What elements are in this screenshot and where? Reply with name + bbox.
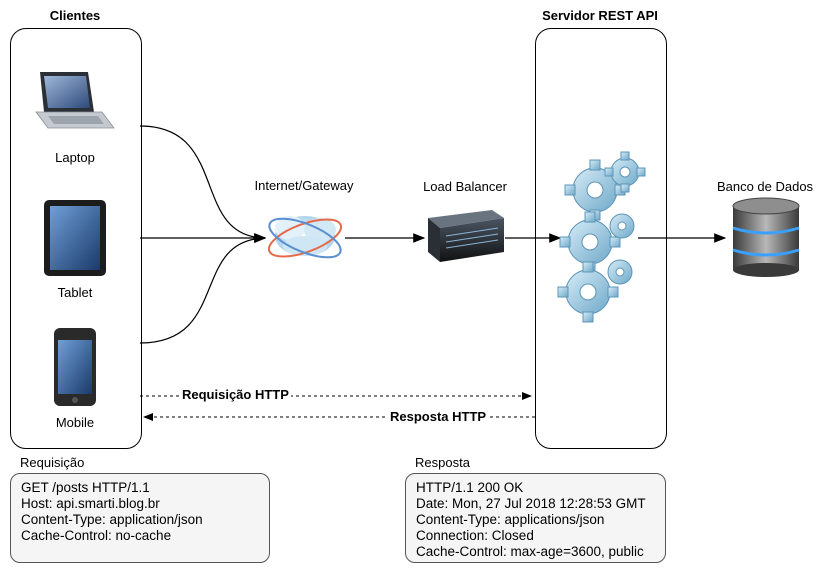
mobile-label: Mobile xyxy=(55,415,95,430)
response-flow-label: Resposta HTTP xyxy=(388,409,489,424)
request-line: GET /posts HTTP/1.1 xyxy=(21,480,150,495)
gears-icon xyxy=(557,151,646,323)
mobile-icon xyxy=(54,328,96,406)
response-line: Cache-Control: max-age=3600, public xyxy=(416,544,644,559)
load-balancer-label: Load Balancer xyxy=(423,179,507,194)
mobile-connector xyxy=(139,233,267,344)
response-box: HTTP/1.1 200 OK Date: Mon, 27 Jul 2018 1… xyxy=(405,473,666,563)
laptop-icon xyxy=(35,72,115,129)
request-title: Requisição xyxy=(20,455,85,470)
load-balancer-icon xyxy=(428,210,504,262)
database-label: Banco de Dados xyxy=(716,179,814,194)
response-line: HTTP/1.1 200 OK xyxy=(416,480,524,495)
laptop-connector xyxy=(139,125,267,243)
response-line: Date: Mon, 27 Jul 2018 12:28:53 GMT xyxy=(416,496,646,511)
request-flow-label: Requisição HTTP xyxy=(180,387,291,402)
response-line: Connection: Closed xyxy=(416,528,534,543)
database-icon xyxy=(732,197,800,277)
server-title: Servidor REST API xyxy=(542,8,658,23)
response-line: Content-Type: applications/json xyxy=(416,512,605,527)
request-box: GET /posts HTTP/1.1 Host: api.smarti.blo… xyxy=(10,473,270,563)
request-line: Host: api.smarti.blog.br xyxy=(21,496,160,511)
clients-title: Clientes xyxy=(49,8,101,23)
tablet-label: Tablet xyxy=(57,285,93,300)
response-title: Resposta xyxy=(415,455,470,470)
laptop-label: Laptop xyxy=(55,150,95,165)
tablet-icon xyxy=(44,200,106,276)
internet-gateway-label: Internet/Gateway xyxy=(254,178,354,193)
request-line: Cache-Control: no-cache xyxy=(21,528,172,543)
request-line: Content-Type: application/json xyxy=(21,512,203,527)
internet-gateway-icon xyxy=(267,216,343,259)
